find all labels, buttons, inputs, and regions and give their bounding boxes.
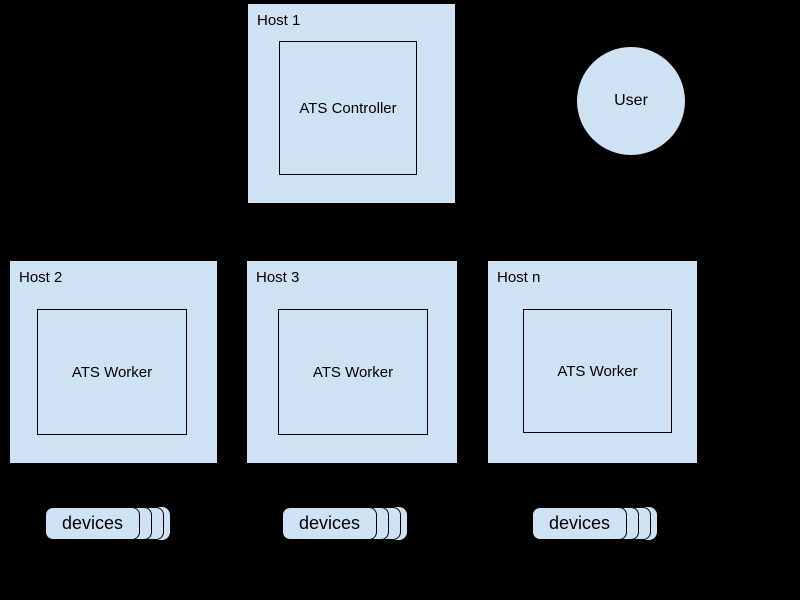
host1-label: Host 1 (257, 12, 301, 29)
host3-box: Host 3 ATS Worker (247, 261, 457, 463)
devices-stack-3-front-card: devices (532, 507, 627, 540)
devices-stack-1: devices (45, 507, 171, 542)
devices-stack-2-label: devices (298, 513, 361, 533)
ats-controller-box: ATS Controller (279, 41, 417, 175)
devices-stack-3: devices (532, 507, 658, 542)
host2-label: Host 2 (19, 269, 63, 286)
host1-box: Host 1 ATS Controller (248, 4, 455, 203)
user-label: User (614, 92, 648, 109)
ats-worker2-box: ATS Worker (278, 309, 428, 435)
ats-worker1-label: ATS Worker (71, 363, 153, 381)
ats-worker-n-box: ATS Worker (523, 309, 672, 433)
ats-worker-n-label: ATS Worker (557, 362, 638, 380)
user-node: User (577, 47, 685, 155)
devices-stack-1-front-card: devices (45, 507, 140, 540)
hostn-box: Host n ATS Worker (488, 261, 697, 463)
devices-stack-2-front-card: devices (282, 507, 377, 540)
ats-worker2-label: ATS Worker (312, 363, 394, 381)
ats-worker1-box: ATS Worker (37, 309, 187, 435)
devices-stack-2: devices (282, 507, 408, 542)
hostn-label: Host n (497, 269, 541, 286)
ats-controller-label: ATS Controller (299, 99, 397, 117)
host3-label: Host 3 (256, 269, 300, 286)
devices-stack-1-label: devices (61, 513, 124, 533)
host2-box: Host 2 ATS Worker (10, 261, 217, 463)
devices-stack-3-label: devices (548, 513, 611, 533)
